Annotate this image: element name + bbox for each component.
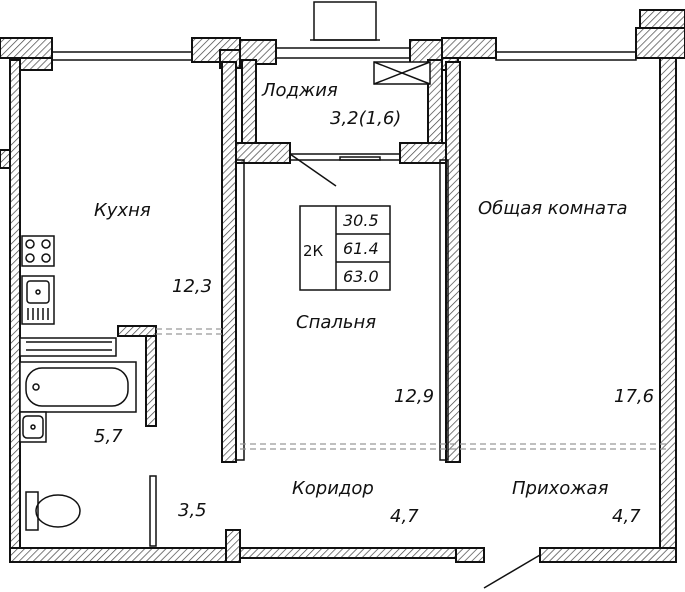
exterior-walls <box>0 9 685 561</box>
bedroom-label: Спальня <box>296 312 376 333</box>
stove-icon <box>21 235 55 267</box>
total-area-value: 61.4 <box>343 239 379 258</box>
loggia-label: Лоджия <box>261 80 338 101</box>
hall-area: 4,7 <box>612 506 641 527</box>
wc-area: 3,5 <box>178 500 207 521</box>
living-area-value: 30.5 <box>343 211 379 230</box>
kitchen-area: 12,3 <box>172 276 212 297</box>
living-room-label: Общая комната <box>478 198 628 219</box>
total-with-loggia-value: 63.0 <box>343 267 379 286</box>
living-room-area: 17,6 <box>614 386 654 407</box>
corridor-label: Коридор <box>292 478 374 499</box>
loggia-door-frame <box>310 1 380 41</box>
kitchen-label: Кухня <box>94 200 151 221</box>
corridor-area: 4,7 <box>390 506 419 527</box>
kitchen-sink-icon <box>21 275 55 325</box>
interior-walls <box>0 61 677 589</box>
washbasin-icon <box>19 411 47 443</box>
apartment-type: 2К <box>303 242 324 260</box>
hall-label: Прихожая <box>512 478 609 499</box>
dashed-lines <box>156 328 666 450</box>
area-summary-box: 2К 30.5 61.4 63.0 <box>299 205 391 291</box>
bathtub-icon <box>19 361 137 413</box>
toilet-icon <box>25 491 81 531</box>
bathroom-area: 5,7 <box>94 426 123 447</box>
loggia-bottom-walls <box>234 61 456 187</box>
loggia-area: 3,2(1,6) <box>330 108 401 129</box>
bedroom-area: 12,9 <box>394 386 434 407</box>
towel-rail-icon <box>19 337 117 357</box>
